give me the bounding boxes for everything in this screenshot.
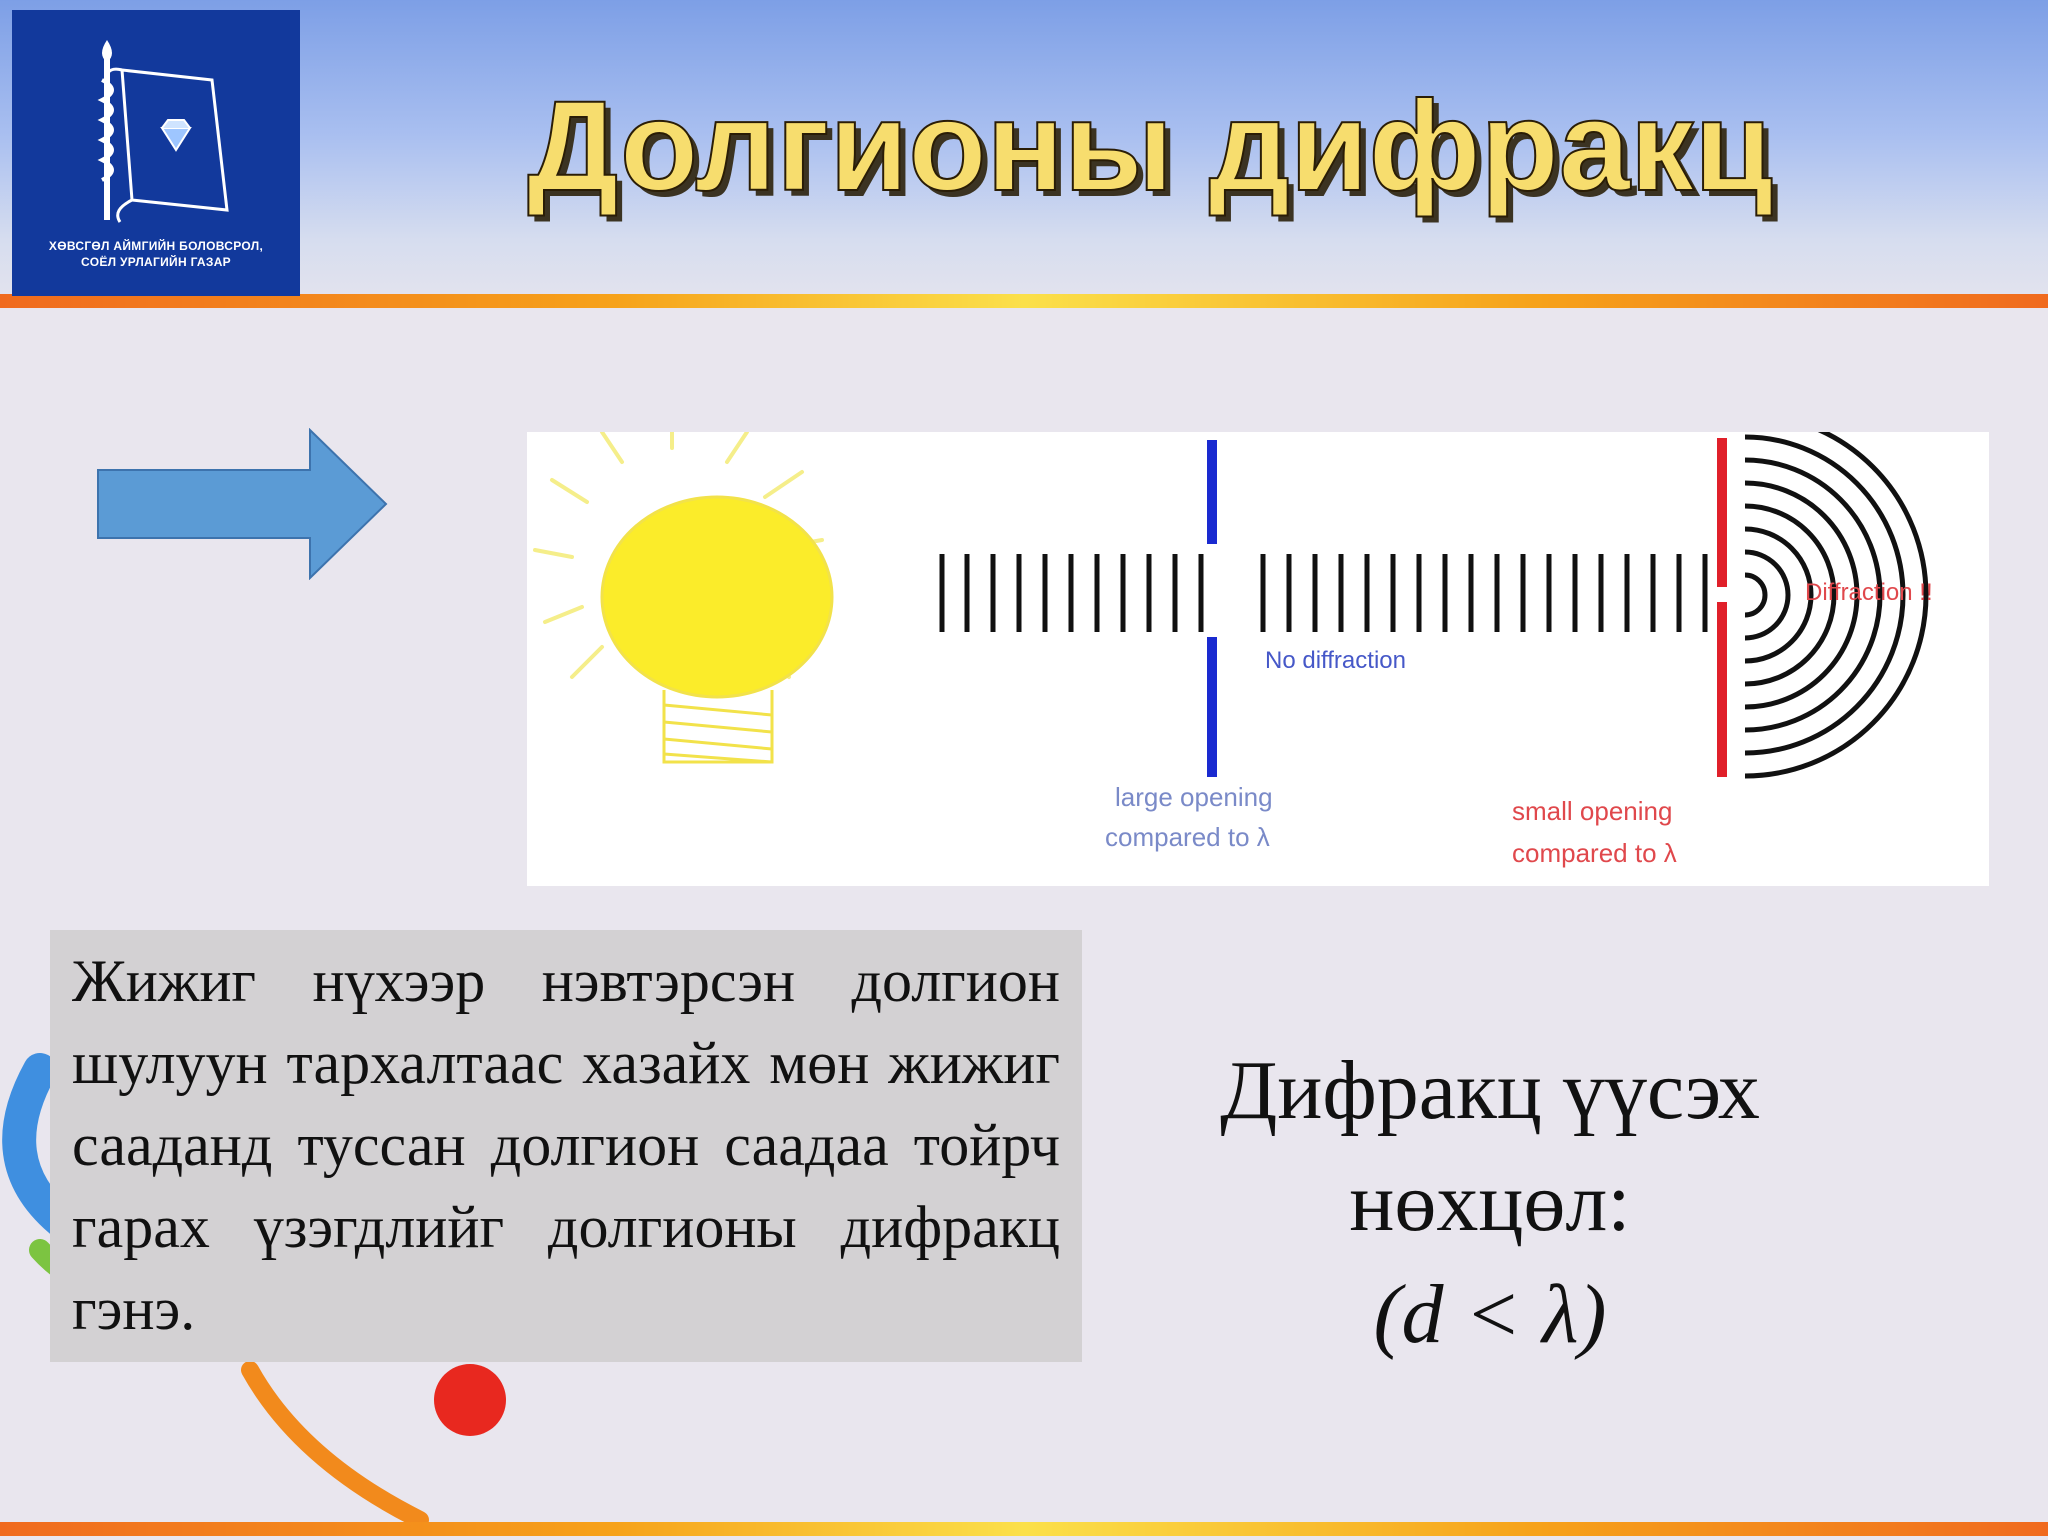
- diffraction-diagram: No diffraction Diffraction !! large open…: [527, 432, 1989, 886]
- small-opening-label-1: small opening: [1512, 796, 1672, 826]
- diffraction-diagram-svg: No diffraction Diffraction !! large open…: [533, 432, 1933, 868]
- logo-emblem-icon: [97, 40, 229, 223]
- large-opening-label-2: compared to λ: [1105, 822, 1270, 852]
- logo-caption-line1: ХӨВСГӨЛ АЙМГИЙН БОЛОВСРОЛ,: [48, 239, 264, 253]
- slide-header-background: [0, 0, 2048, 300]
- definition-box: Жижиг нүхээр нэвтэрсэн долгион шулуун та…: [50, 930, 1082, 1362]
- logo-caption: ХӨВСГӨЛ АЙМГИЙН БОЛОВСРОЛ, СОЁЛ УРЛАГИЙН…: [12, 238, 300, 270]
- no-diffraction-label: No diffraction: [1265, 647, 1406, 674]
- incoming-wavefronts: [939, 554, 1708, 632]
- diffraction-condition: Дифракц үүсэх нөхцөл: (d < λ): [1130, 1035, 1850, 1371]
- small-opening-label-2: compared to λ: [1512, 838, 1677, 868]
- header-accent-line: [0, 294, 2048, 308]
- slide-title: Долгионы дифракц: [526, 74, 1774, 219]
- condition-formula: (d < λ): [1373, 1268, 1607, 1361]
- diffraction-label: Diffraction !!: [1805, 579, 1933, 606]
- definition-text: Жижиг нүхээр нэвтэрсэн долгион шулуун та…: [72, 948, 1060, 1342]
- diffracted-waves: [1744, 432, 1929, 779]
- logo: ХӨВСГӨЛ АЙМГИЙН БОЛОВСРОЛ, СОЁЛ УРЛАГИЙН…: [12, 10, 300, 296]
- condition-line2: нөхцөл:: [1349, 1156, 1631, 1249]
- condition-line1: Дифракц үүсэх: [1220, 1044, 1760, 1137]
- light-bulb-glass: [600, 495, 834, 699]
- logo-caption-line2: СОЁЛ УРЛАГИЙН ГАЗАР: [81, 255, 231, 269]
- light-bulb-base: [662, 690, 774, 764]
- large-opening-label-1: large opening: [1115, 782, 1273, 812]
- right-arrow-icon: [97, 428, 388, 580]
- footer-accent-line: [0, 1522, 2048, 1536]
